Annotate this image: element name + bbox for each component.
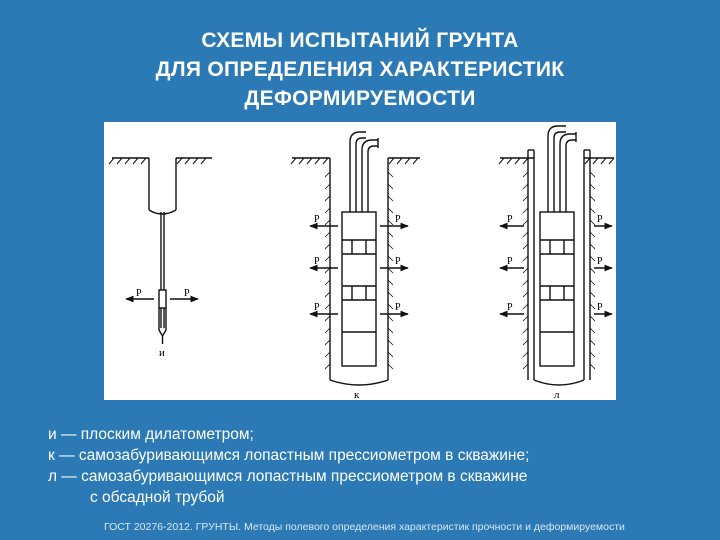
pressuremeter-probe bbox=[539, 211, 575, 367]
ground-hatch bbox=[290, 157, 419, 165]
pipe-right bbox=[361, 139, 378, 212]
scheme-label-i: и bbox=[159, 347, 165, 359]
blade-tip bbox=[158, 308, 167, 338]
scheme-label-l: л bbox=[554, 389, 560, 400]
caption-line-i: и — плоским дилатометром; bbox=[48, 426, 254, 443]
figure-caption: и — плоским дилатометром; к — самозабури… bbox=[48, 424, 708, 508]
borehole-bottom bbox=[329, 379, 389, 386]
pipe-right bbox=[559, 133, 576, 212]
force-label: P bbox=[597, 214, 603, 225]
force-label: P bbox=[314, 256, 320, 267]
scheme-l bbox=[498, 125, 615, 386]
pipe-left bbox=[349, 131, 366, 212]
force-label-i-right: P bbox=[184, 288, 190, 299]
test-schemes-diagram: P P и bbox=[108, 125, 615, 400]
force-label: P bbox=[314, 214, 320, 225]
force-label: P bbox=[395, 214, 401, 225]
force-label-i-left: P bbox=[136, 288, 142, 299]
force-label: P bbox=[507, 302, 513, 313]
wall-hatch bbox=[324, 171, 394, 370]
title-line-3: ДЕФОРМИРУЕМОСТИ bbox=[244, 87, 476, 110]
source-reference: ГОСТ 20276-2012. ГРУНТЫ. Методы полевого… bbox=[104, 521, 625, 533]
borehole-bottom bbox=[148, 209, 177, 215]
title-line-2: ДЛЯ ОПРЕДЕЛЕНИЯ ХАРАКТЕРИСТИК bbox=[155, 58, 565, 81]
wall-hatch bbox=[522, 171, 596, 370]
caption-line-l-continued: с обсадной трубой bbox=[90, 489, 225, 506]
dilatometer-blade bbox=[158, 289, 167, 309]
slide-title: СХЕМЫ ИСПЫТАНИЙ ГРУНТА ДЛЯ ОПРЕДЕЛЕНИЯ Х… bbox=[0, 26, 720, 113]
scheme-label-k: к bbox=[354, 389, 360, 400]
scheme-k bbox=[290, 131, 420, 386]
force-label: P bbox=[597, 256, 603, 267]
borehole-bottom bbox=[533, 379, 585, 386]
force-label: P bbox=[395, 256, 401, 267]
pipe-left bbox=[547, 125, 566, 212]
caption-line-k: к — самозабуривающимся лопастным прессио… bbox=[48, 447, 530, 464]
force-label: P bbox=[507, 214, 513, 225]
ground-hatch bbox=[108, 157, 207, 165]
force-label: P bbox=[507, 256, 513, 267]
caption-line-l: л — самозабуривающимся лопастным прессио… bbox=[48, 468, 528, 485]
test-schemes-figure: P P и bbox=[104, 122, 616, 400]
force-label: P bbox=[314, 302, 320, 313]
force-label: P bbox=[395, 302, 401, 313]
ground-hatch bbox=[498, 157, 615, 165]
pressuremeter-probe bbox=[341, 211, 377, 367]
title-line-1: СХЕМЫ ИСПЫТАНИЙ ГРУНТА bbox=[201, 29, 519, 52]
force-label: P bbox=[597, 302, 603, 313]
scheme-i bbox=[108, 157, 212, 344]
